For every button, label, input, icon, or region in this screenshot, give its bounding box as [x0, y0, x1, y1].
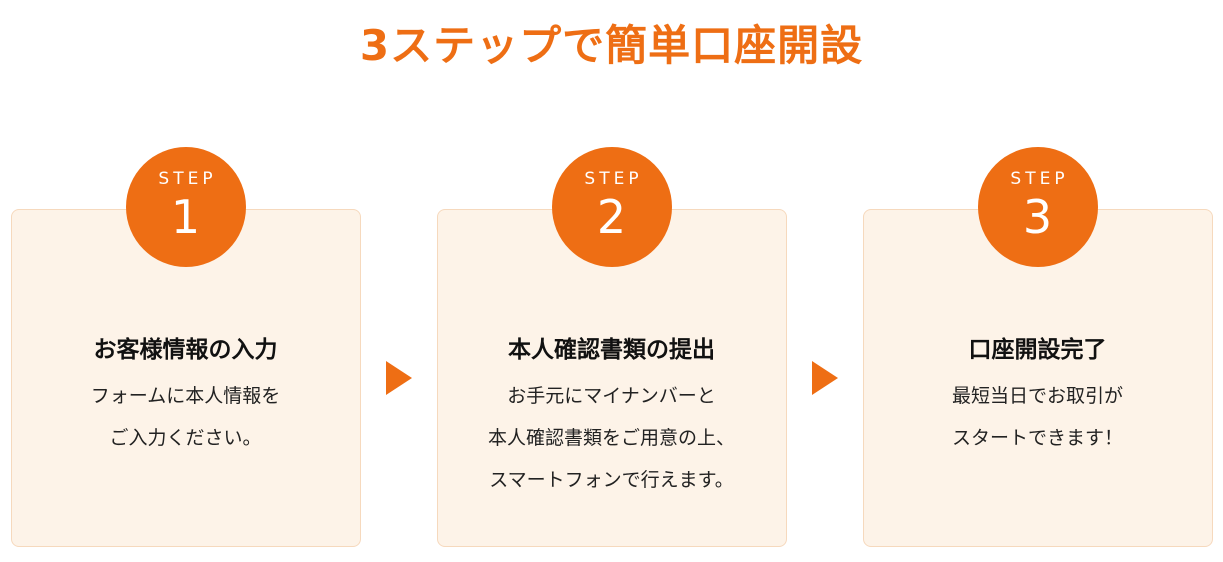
page-title: 3ステップで簡単口座開設: [359, 21, 864, 70]
step-2-description: お手元にマイナンバーと 本人確認書類をご用意の上、 スマートフォンで行えます。: [487, 385, 735, 491]
step-2-title: 本人確認書類の提出: [508, 337, 715, 363]
step-2-badge-number: 2: [596, 190, 627, 245]
step-3-description: 最短当日でお取引が スタートできます！: [951, 385, 1123, 449]
step-card-1: STEP 1 お客様情報の入力 フォームに本人情報を ご入力ください。: [10, 147, 361, 547]
steps-row: STEP 1 お客様情報の入力 フォームに本人情報を ご入力ください。 STEP…: [0, 147, 1223, 547]
step-3-badge-number: 3: [1022, 190, 1053, 245]
arrow-between-step-2-3: [787, 361, 863, 395]
step-3-badge: STEP 3: [977, 147, 1098, 267]
step-1-badge-label: STEP: [158, 169, 217, 190]
step-3-badge-label: STEP: [1010, 169, 1069, 190]
step-2-badge-label: STEP: [584, 169, 643, 190]
arrow-between-step-1-2: [361, 361, 437, 395]
step-1-title: お客様情報の入力: [93, 337, 278, 363]
right-triangle-icon: [811, 361, 838, 395]
step-1-description: フォームに本人情報を ご入力ください。: [90, 385, 281, 449]
step-1-badge: STEP 1: [125, 147, 246, 267]
right-triangle-icon: [385, 361, 412, 395]
step-card-3: STEP 3 口座開設完了 最短当日でお取引が スタートできます！: [862, 147, 1213, 547]
step-1-badge-number: 1: [170, 190, 201, 245]
step-card-2: STEP 2 本人確認書類の提出 お手元にマイナンバーと 本人確認書類をご用意の…: [436, 147, 787, 547]
step-2-badge: STEP 2: [551, 147, 672, 267]
step-3-title: 口座開設完了: [968, 337, 1107, 363]
